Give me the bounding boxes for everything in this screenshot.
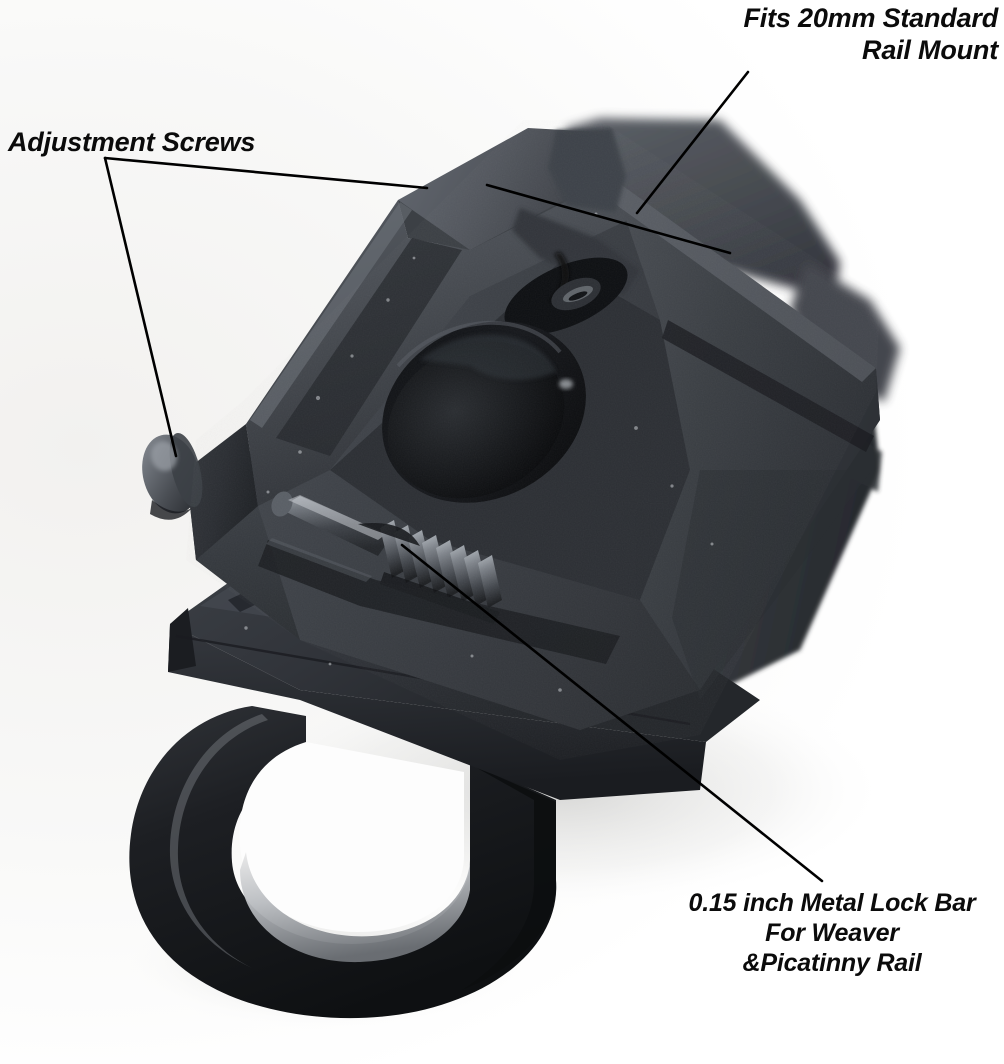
leader-rail-mount-to-rail-slot bbox=[485, 183, 732, 255]
screw-head-dome-hl bbox=[150, 441, 178, 471]
base-plate-left-cap bbox=[168, 608, 196, 672]
callout-rail-mount: Fits 20mm Standard Rail Mount bbox=[743, 2, 999, 66]
loop-right-shade bbox=[462, 764, 556, 990]
callout-line: &Picatinny Rail bbox=[742, 949, 922, 977]
leader-adjustment-screws-to-rail-wall bbox=[103, 156, 429, 190]
loop-outer bbox=[129, 706, 557, 1019]
callout-adjustment-screws: Adjustment Screws bbox=[8, 126, 255, 158]
callout-line: Fits 20mm Standard bbox=[743, 3, 999, 33]
callout-line: For Weaver bbox=[765, 919, 899, 947]
leader-adjustment-screws-to-screw-head bbox=[103, 156, 178, 458]
callout-line: Rail Mount bbox=[862, 35, 998, 65]
callout-line: 0.15 inch Metal Lock Bar bbox=[688, 889, 976, 917]
loop-edge-highlight bbox=[169, 714, 268, 968]
leader-rail-mount-to-recoil-notch bbox=[635, 70, 750, 215]
screw-head-shadow bbox=[150, 500, 192, 520]
adjustment-screw-head bbox=[142, 432, 203, 520]
sling-loop bbox=[129, 706, 557, 1019]
callout-line: Adjustment Screws bbox=[8, 127, 256, 157]
loop-inner-opening bbox=[239, 742, 464, 932]
leader-lock-bar-to-threaded-bolt bbox=[400, 543, 824, 883]
callout-lock-bar: 0.15 inch Metal Lock Bar For Weaver &Pic… bbox=[660, 888, 1004, 978]
loop-bottom-shine bbox=[240, 852, 470, 963]
